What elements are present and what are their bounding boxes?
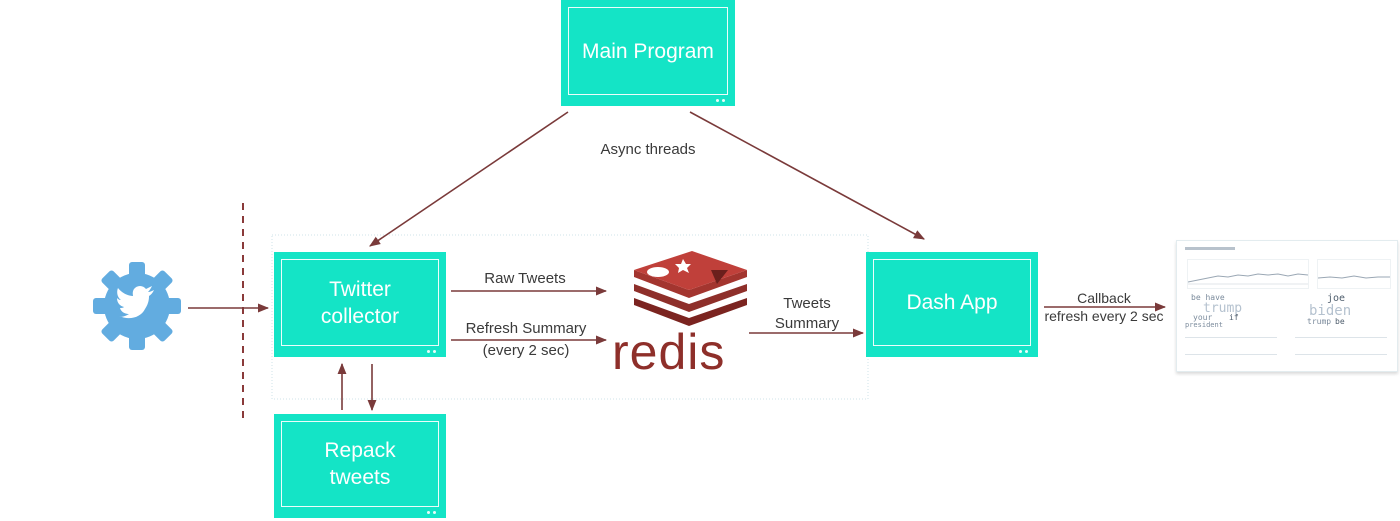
summary-label: Summary [774,315,840,332]
dash-app-label: Dash App [906,291,998,314]
refresh-summary-label: Refresh Summary [465,320,587,337]
arrow-main-to-dash [689,111,925,240]
preview-table-right [1295,337,1387,355]
preview-timeseries-right [1317,259,1391,289]
callback-interval-label: refresh every 2 sec [1044,308,1164,324]
main-program-label: Main Program [582,39,714,63]
repack-tweets-node: Repack tweets [274,414,446,518]
tweets-label: Tweets [783,295,831,312]
twitter-gear-icon [93,262,181,350]
redis-wordmark: redis [612,324,726,380]
wordcloud-word: biden [1309,303,1352,319]
box-dots [716,99,725,102]
wordcloud-word: be [1335,317,1345,326]
redis-logo-icon [634,251,747,326]
wordcloud-word: joe [1327,293,1346,304]
raw-tweets-label: Raw Tweets [484,270,566,287]
box-dots [427,511,436,514]
wordcloud-word: trump [1203,301,1243,316]
box-dots [1019,350,1028,353]
wordcloud-word: president [1185,321,1223,329]
arrow-main-to-collector [369,111,569,247]
preview-title-bar [1185,247,1235,250]
wordcloud-word: be have [1191,293,1225,302]
refresh-interval-label: (every 2 sec) [482,342,570,359]
box-dots [427,350,436,353]
dash-app-node: Dash App [866,252,1038,357]
wordcloud-word: your [1193,313,1213,322]
wordcloud-word: if [1229,313,1239,322]
callback-label: Callback [1077,290,1131,306]
preview-table-left [1185,337,1277,355]
main-program-node: Main Program [561,0,735,106]
dashboard-preview: be have trump your if president joe bide… [1176,240,1398,372]
twitter-collector-label: Twitter collector [320,277,400,328]
wordcloud-word: trump [1307,317,1332,326]
async-threads-label: Async threads [600,141,696,158]
twitter-collector-node: Twitter collector [274,252,446,357]
preview-timeseries [1187,259,1309,289]
repack-tweets-label: Repack tweets [324,439,396,489]
